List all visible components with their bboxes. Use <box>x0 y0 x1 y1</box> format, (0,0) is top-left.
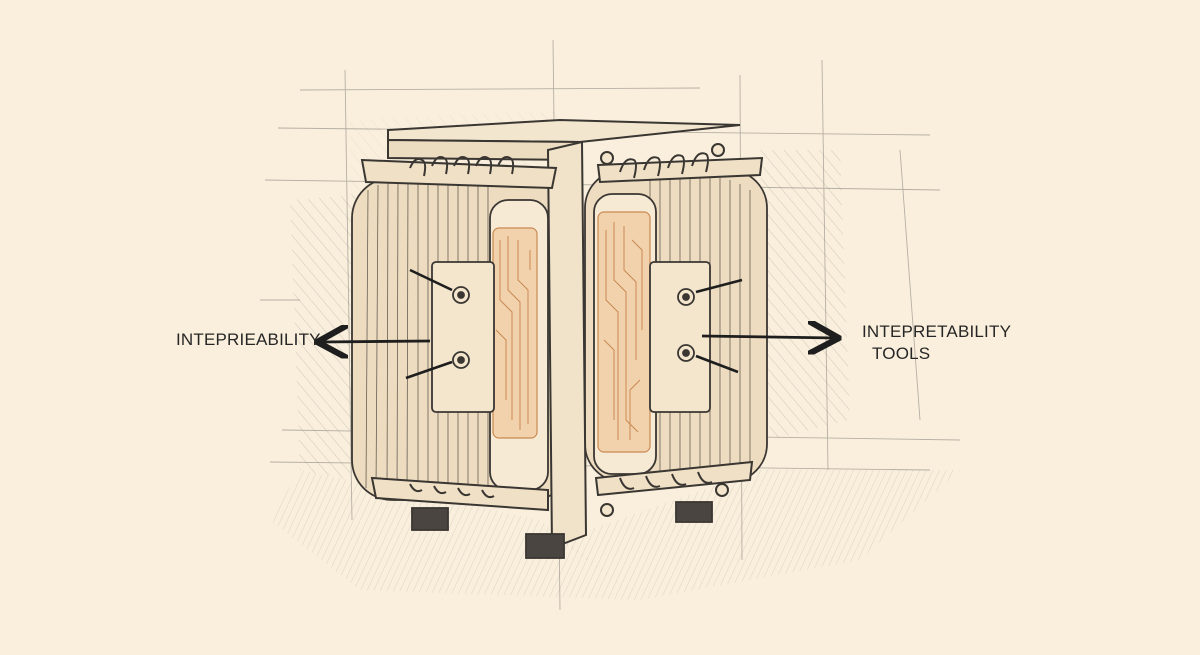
left-arrow <box>320 341 431 342</box>
top-windings <box>360 143 764 190</box>
bottom-windings <box>370 460 754 517</box>
core-column <box>546 140 588 550</box>
label-interpretability: INTEPRIEABILITY <box>176 330 321 349</box>
right-arrow <box>701 336 836 338</box>
arrows <box>320 336 836 342</box>
label-line-1: INTEPRETABILITY <box>862 322 1012 341</box>
left-coil <box>351 177 573 501</box>
label-line-2: TOOLS <box>872 344 931 363</box>
feet <box>411 501 713 559</box>
label-interpretability-tools: INTEPRETABILITY TOOLS <box>862 321 1011 365</box>
right-coil <box>584 169 768 483</box>
